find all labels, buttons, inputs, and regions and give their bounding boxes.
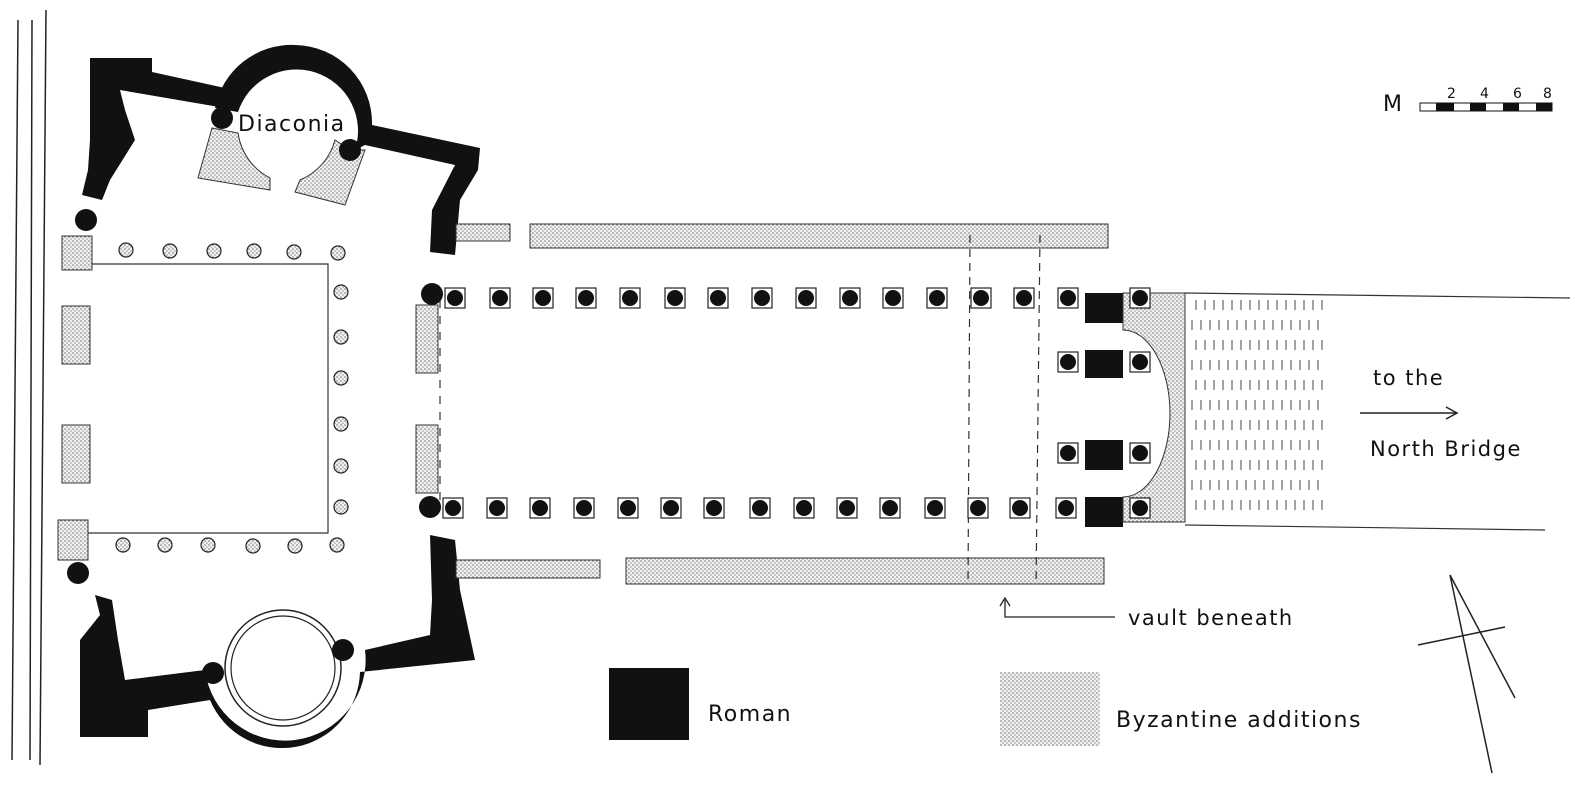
column <box>929 290 945 306</box>
column <box>1060 290 1076 306</box>
paved-area <box>1191 300 1323 510</box>
column <box>970 500 986 516</box>
atrium-column <box>333 458 349 474</box>
column <box>75 209 97 231</box>
atrium-column <box>333 284 349 300</box>
atrium-column <box>157 537 173 553</box>
column <box>667 290 683 306</box>
column <box>927 500 943 516</box>
atrium-column <box>330 245 346 261</box>
south-rotunda <box>224 609 342 727</box>
column <box>842 290 858 306</box>
arrow-icon <box>1360 406 1459 420</box>
atrium-column <box>286 244 302 260</box>
atrium-column <box>115 537 131 553</box>
atrium-column <box>162 243 178 259</box>
column <box>332 639 354 661</box>
atrium-outline <box>88 234 1571 586</box>
column <box>67 562 89 584</box>
column <box>1016 290 1032 306</box>
column <box>492 290 508 306</box>
column <box>798 290 814 306</box>
column <box>1060 354 1076 370</box>
column <box>622 290 638 306</box>
atrium-column <box>200 537 216 553</box>
scale-unit: M <box>1383 92 1403 117</box>
scale-tick: 8 <box>1543 86 1553 102</box>
column <box>421 283 443 305</box>
scale-tick: 2 <box>1447 86 1457 102</box>
atrium-column <box>333 416 349 432</box>
column <box>1058 500 1074 516</box>
atrium-column <box>246 243 262 259</box>
margin-lines <box>11 9 47 766</box>
legend-label-roman: Roman <box>708 702 792 727</box>
column <box>202 662 224 684</box>
atrium-column <box>333 329 349 345</box>
column <box>339 139 361 161</box>
column <box>885 290 901 306</box>
column <box>445 500 461 516</box>
column <box>211 107 233 129</box>
roman-walls <box>80 44 1123 749</box>
column <box>576 500 592 516</box>
direction-label-line2: North Bridge <box>1370 437 1522 461</box>
vault-pointer-icon <box>999 596 1115 618</box>
column <box>706 500 722 516</box>
vault-label: vault beneath <box>1128 606 1294 630</box>
column <box>1132 290 1148 306</box>
atrium-column <box>118 242 134 258</box>
column <box>489 500 505 516</box>
column <box>1132 445 1148 461</box>
direction-label-line1: to the <box>1373 366 1444 390</box>
north-arrow-icon <box>1417 574 1516 774</box>
scale-tick: 4 <box>1480 86 1490 102</box>
legend-swatch-byzantine <box>1000 672 1100 746</box>
column <box>620 500 636 516</box>
legend-swatch-roman <box>609 668 689 740</box>
atrium-column <box>287 538 303 554</box>
colonnades <box>67 107 1151 684</box>
column <box>447 290 463 306</box>
atrium-column <box>206 243 222 259</box>
room-label-diaconia: Diaconia <box>238 112 346 137</box>
column <box>578 290 594 306</box>
legend-label-byzantine: Byzantine additions <box>1116 708 1362 733</box>
column <box>1132 354 1148 370</box>
column <box>973 290 989 306</box>
scale-bar: M 2 4 6 8 <box>1383 86 1553 117</box>
column <box>663 500 679 516</box>
column <box>754 290 770 306</box>
column <box>1060 445 1076 461</box>
atrium-column <box>333 370 349 386</box>
column <box>710 290 726 306</box>
column <box>535 290 551 306</box>
column <box>532 500 548 516</box>
column <box>796 500 812 516</box>
column <box>1012 500 1028 516</box>
column <box>882 500 898 516</box>
scale-tick: 6 <box>1513 86 1523 102</box>
column <box>1132 500 1148 516</box>
column <box>752 500 768 516</box>
column <box>419 496 441 518</box>
legend: Roman Byzantine additions <box>609 668 1362 746</box>
column <box>839 500 855 516</box>
atrium-column <box>333 499 349 515</box>
atrium-column <box>245 538 261 554</box>
atrium-column <box>329 537 345 553</box>
